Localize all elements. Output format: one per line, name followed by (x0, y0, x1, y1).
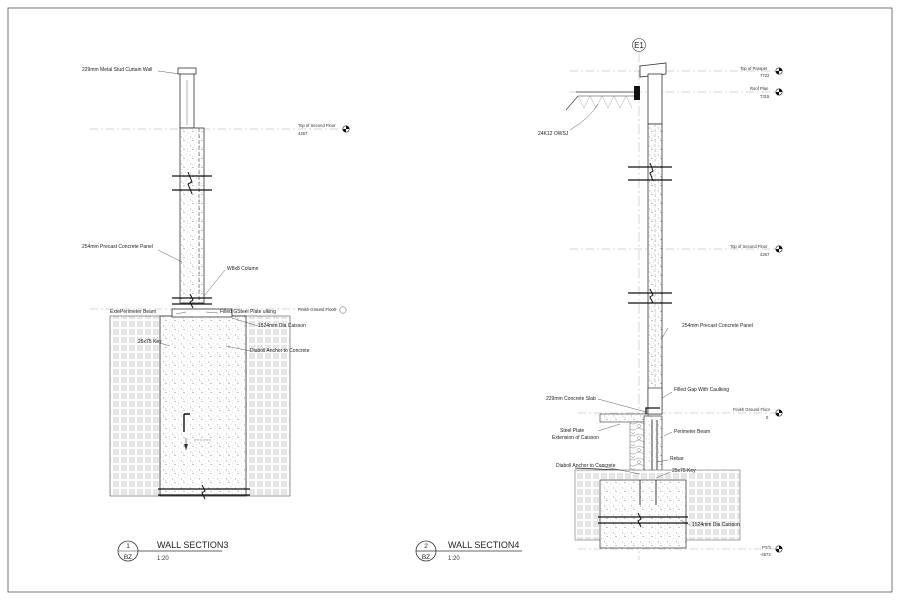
wall-section-4: E1 (415, 38, 783, 562)
label-steel-plate-right: Steel Plate (560, 428, 584, 434)
section-3-sheet: BZ (124, 554, 132, 561)
label-finish-ground-right: Finish Ground Floor (733, 407, 771, 412)
label-rebar: Rebar (670, 456, 684, 462)
label-top-second-elev: 4267 (298, 131, 308, 136)
wall-section-3: 229mm Metal Stud Curtain Wall Top of Sec… (82, 67, 350, 562)
section-4-number: 2 (424, 543, 428, 550)
label-steel-plate: Filled GSteel Plate ulking (220, 309, 276, 315)
section-4-sheet: BZ (422, 554, 430, 561)
section-4-title: WALL SECTION4 (448, 540, 519, 550)
title-block-section-3: 1 BZ WALL SECTION3 1:20 (117, 540, 228, 562)
grid-tag-e1-label: E1 (634, 41, 644, 50)
elevation-marker (342, 125, 350, 133)
title-block-section-4: 2 BZ WALL SECTION4 1:20 (415, 540, 522, 562)
level-circle (339, 306, 347, 314)
label-perimeter-beam: ExtePerimeter Beam (110, 309, 156, 315)
label-precast-panel-right: 254mm Precast Concrete Panel (682, 323, 753, 329)
section-3-scale: 1:20 (157, 556, 169, 562)
label-precast-panel: 254mm Precast Concrete Panel (82, 244, 153, 250)
label-caisson: 1524mm Dia Caisson (258, 323, 306, 329)
label-top-second-elev-right: 4267 (760, 252, 770, 257)
label-owsj: 24K12 OWSJ (538, 131, 569, 137)
label-pt: PT/3 (762, 545, 772, 550)
label-roof-plan-elev: 7315 (760, 94, 770, 99)
label-extension-caisson: Extension of Caisson (552, 435, 599, 441)
section-3-number: 1 (126, 543, 130, 550)
label-finish-ground-elev: 0 (766, 415, 769, 420)
label-slab: 229mm Concrete Slab (546, 396, 596, 402)
elevation-markers-right (775, 67, 783, 553)
label-pt-elev: -4572 (760, 552, 771, 557)
label-perimeter-beam-right: Perimeter Beam (674, 429, 710, 435)
label-finish-ground: Finish Ground Floo0 (298, 307, 337, 312)
grid-tag-e1 (632, 38, 646, 52)
label-top-parapet-elev: 7722 (760, 73, 770, 78)
label-curtain-wall: 229mm Metal Stud Curtain Wall (82, 67, 152, 73)
section-4-scale: 1:20 (448, 556, 460, 562)
label-anchor-right: Diaboll Anchor to Concrete (556, 463, 616, 469)
label-key-right: 25x75 Key (672, 468, 696, 474)
label-filled-gap: Filled Gap With Caulking (674, 387, 729, 393)
label-roof-plan: Roof Plan (750, 86, 769, 91)
label-anchor: Diaboll Anchor to Concrete (250, 348, 310, 354)
sheet-border (7, 7, 893, 593)
label-key: 25x75 Key (138, 339, 162, 345)
label-column: W8x8 Column (227, 266, 259, 272)
label-top-second-floor: Top of Second Floor (298, 123, 336, 128)
section-3-title: WALL SECTION3 (157, 540, 228, 550)
label-top-second-floor-right: Top of Second Floor (730, 244, 768, 249)
label-caisson-right: 1524mm Dia Caisson (692, 522, 740, 528)
label-top-parapet: Top of Parapet (740, 66, 768, 71)
